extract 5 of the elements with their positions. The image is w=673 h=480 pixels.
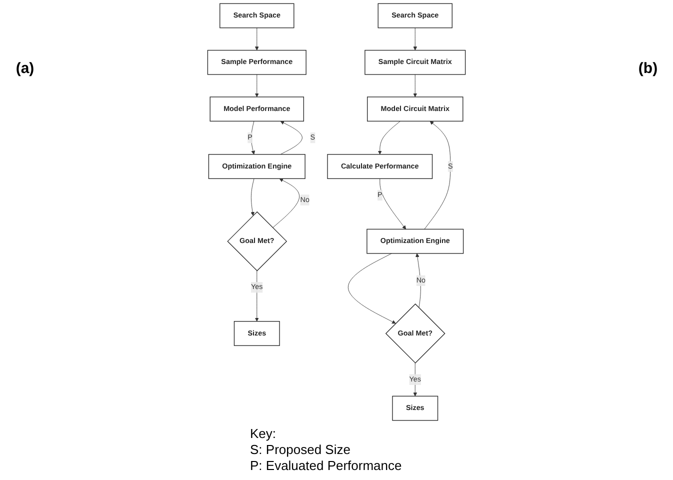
key-note: P: Evaluated Performance (250, 458, 402, 474)
panel-label: (b) (638, 60, 658, 77)
panel-label: (a) (16, 60, 34, 77)
key-note: S: Proposed Size (250, 442, 350, 458)
key-note: Key: (250, 426, 276, 442)
